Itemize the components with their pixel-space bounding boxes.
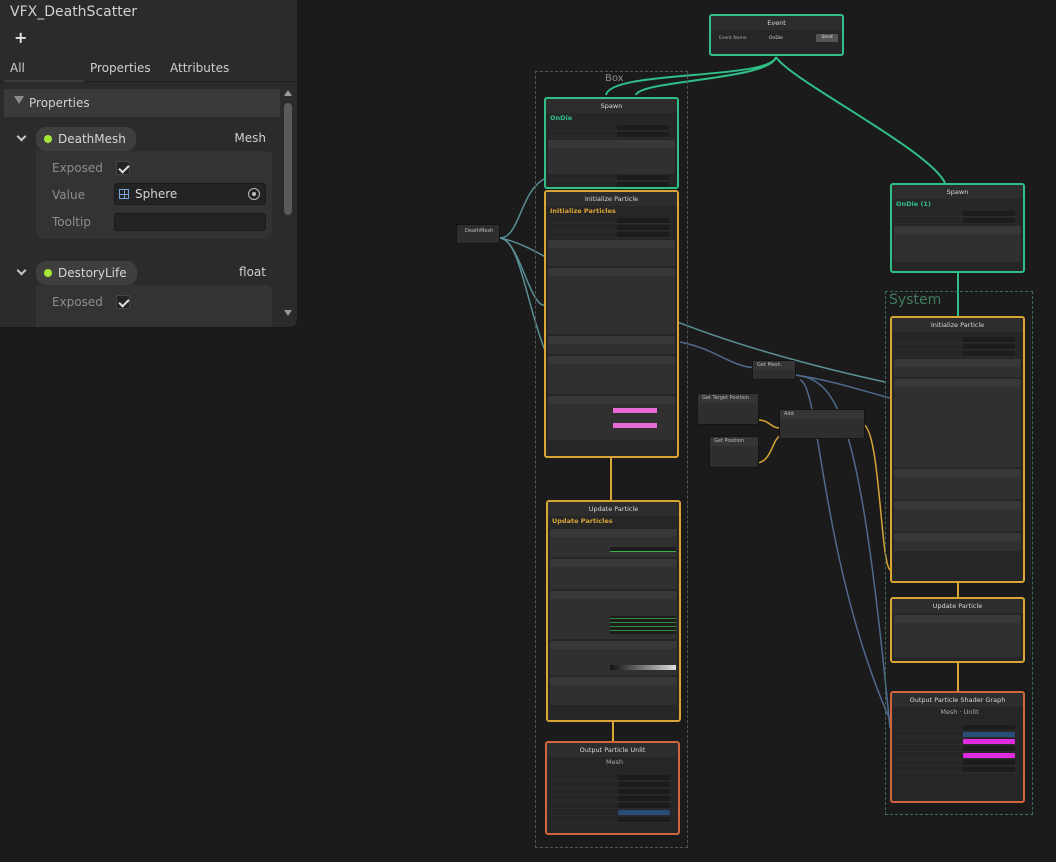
box-system-title: Box (605, 73, 624, 84)
properties-section-label: Properties (29, 96, 90, 110)
mesh-icon (119, 189, 129, 199)
collapse-triangle-icon (14, 96, 24, 104)
property-type: float (239, 265, 266, 279)
left-output-title: Output Particle Unlit (547, 743, 678, 757)
chevron-down-icon[interactable] (16, 131, 27, 142)
blackboard-tabs: All Properties Attributes (0, 54, 294, 82)
properties-section-header[interactable]: Properties (4, 89, 280, 117)
curve-angular[interactable] (610, 616, 676, 634)
tooltip-field[interactable] (114, 213, 266, 231)
right-output-sub: Mesh · Unlit (940, 708, 979, 716)
left-spawn-sub: OnDie (550, 114, 573, 122)
property-pill-destorylife[interactable]: DestoryLife (36, 261, 137, 285)
exposed-dot-icon (44, 135, 52, 143)
color-gradient-b[interactable] (613, 423, 657, 428)
left-spawn-context[interactable]: Spawn OnDie (544, 97, 679, 189)
edge-pos-add (757, 435, 781, 464)
property-name: DeathMesh (58, 132, 126, 146)
property-body: Exposed Value Sphere Tooltip (36, 151, 272, 239)
property-deathmesh: DeathMesh Mesh Exposed Value Sphere Tool… (16, 127, 272, 243)
left-spawn-title: Spawn (546, 99, 677, 113)
left-output-context[interactable]: Output Particle Unlit Mesh (545, 741, 680, 835)
tab-properties[interactable]: Properties (90, 61, 151, 75)
target-position-node[interactable]: Get Target Position (697, 393, 759, 425)
event-name-value[interactable]: OnDie (769, 36, 783, 41)
left-update-context[interactable]: Update Particle Update Particles (546, 500, 681, 722)
exposed-checkbox[interactable] (116, 161, 130, 175)
edge-target-add (757, 419, 781, 429)
edge-mesh-to-right-b (794, 374, 891, 399)
edge-get-mesh (679, 341, 761, 369)
right-output-context[interactable]: Output Particle Shader Graph Mesh · Unli… (890, 691, 1025, 803)
right-update-title: Update Particle (892, 599, 1023, 613)
get-mesh-title: Get Mesh (753, 361, 795, 370)
property-destorylife: DestoryLife float Exposed (16, 261, 272, 327)
left-init-title: Initialize Particle (546, 192, 677, 206)
left-output-sub: Mesh (605, 758, 624, 766)
exposed-label: Exposed (52, 161, 103, 175)
edge-event-spawn-left (605, 56, 777, 96)
scroll-up-arrow-icon[interactable] (284, 90, 292, 96)
add-title: Add (780, 410, 864, 419)
event-title: Event (711, 16, 842, 30)
property-name: DestoryLife (58, 266, 127, 280)
blackboard-panel: VFX_DeathScatter + All Properties Attrib… (0, 0, 298, 328)
right-spawn-title: Spawn (892, 185, 1023, 199)
exposed-label: Exposed (52, 295, 103, 309)
value-label: Value (52, 188, 85, 202)
get-mesh-node[interactable]: Get Mesh (752, 360, 796, 380)
left-update-sub: Update Particles (552, 517, 613, 525)
event-send-button[interactable]: Send (816, 34, 838, 42)
exposed-checkbox[interactable] (116, 295, 130, 309)
tab-attributes[interactable]: Attributes (170, 61, 230, 75)
exposed-dot-icon (44, 269, 52, 277)
property-body: Exposed (36, 285, 272, 327)
right-init-context[interactable]: Initialize Particle (890, 316, 1025, 583)
add-property-button[interactable]: + (14, 28, 28, 47)
get-position-title: Get Position (710, 437, 758, 446)
get-position-node[interactable]: Get Position (709, 436, 759, 468)
mesh-parameter-label: DeathMesh (465, 228, 494, 234)
right-system-frame[interactable] (885, 291, 1033, 815)
left-update-title: Update Particle (548, 502, 679, 516)
edge-add-right (861, 423, 891, 571)
right-spawn-sub: OnDie (1) (896, 200, 931, 208)
scroll-down-arrow-icon[interactable] (284, 310, 292, 316)
event-context[interactable]: Event Event Name OnDie Send (709, 14, 844, 56)
edge-event-spawn-right (775, 56, 946, 184)
add-node[interactable]: Add (779, 409, 865, 439)
property-type: Mesh (234, 131, 266, 145)
right-update-context[interactable]: Update Particle (890, 597, 1025, 663)
tooltip-label: Tooltip (52, 215, 91, 229)
mesh-value: Sphere (135, 187, 178, 201)
event-name-label: Event Name (719, 36, 747, 41)
mesh-parameter-node[interactable]: DeathMesh (456, 224, 500, 244)
right-output-title: Output Particle Shader Graph (892, 693, 1023, 707)
property-pill-deathmesh[interactable]: DeathMesh (36, 127, 136, 151)
curve-size[interactable] (610, 547, 676, 552)
gradient-alpha[interactable] (610, 665, 676, 670)
target-position-title: Get Target Position (698, 394, 758, 403)
active-tab-indicator (4, 80, 84, 82)
left-init-sub: Initialize Particles (550, 207, 616, 215)
mesh-object-field[interactable]: Sphere (114, 183, 266, 205)
chevron-down-icon[interactable] (16, 265, 27, 276)
edge-mesh-param-c (499, 237, 547, 306)
right-init-title: Initialize Particle (892, 318, 1023, 332)
scroll-thumb[interactable] (284, 103, 292, 215)
left-init-context[interactable]: Initialize Particle Initialize Particles (544, 190, 679, 458)
object-picker-icon[interactable] (248, 188, 260, 200)
right-spawn-context[interactable]: Spawn OnDie (1) (890, 183, 1025, 273)
edge-mesh-param-a (499, 177, 547, 239)
color-gradient-a[interactable] (613, 408, 657, 413)
edge-event-spawn-left-b (635, 56, 777, 96)
right-system-title: System (889, 292, 942, 308)
blackboard-title: VFX_DeathScatter (10, 4, 138, 20)
edge-mesh-right-out (799, 379, 891, 721)
tab-all[interactable]: All (10, 61, 25, 75)
box-system-frame[interactable] (535, 71, 688, 848)
blackboard-scrollbar[interactable] (282, 88, 294, 320)
